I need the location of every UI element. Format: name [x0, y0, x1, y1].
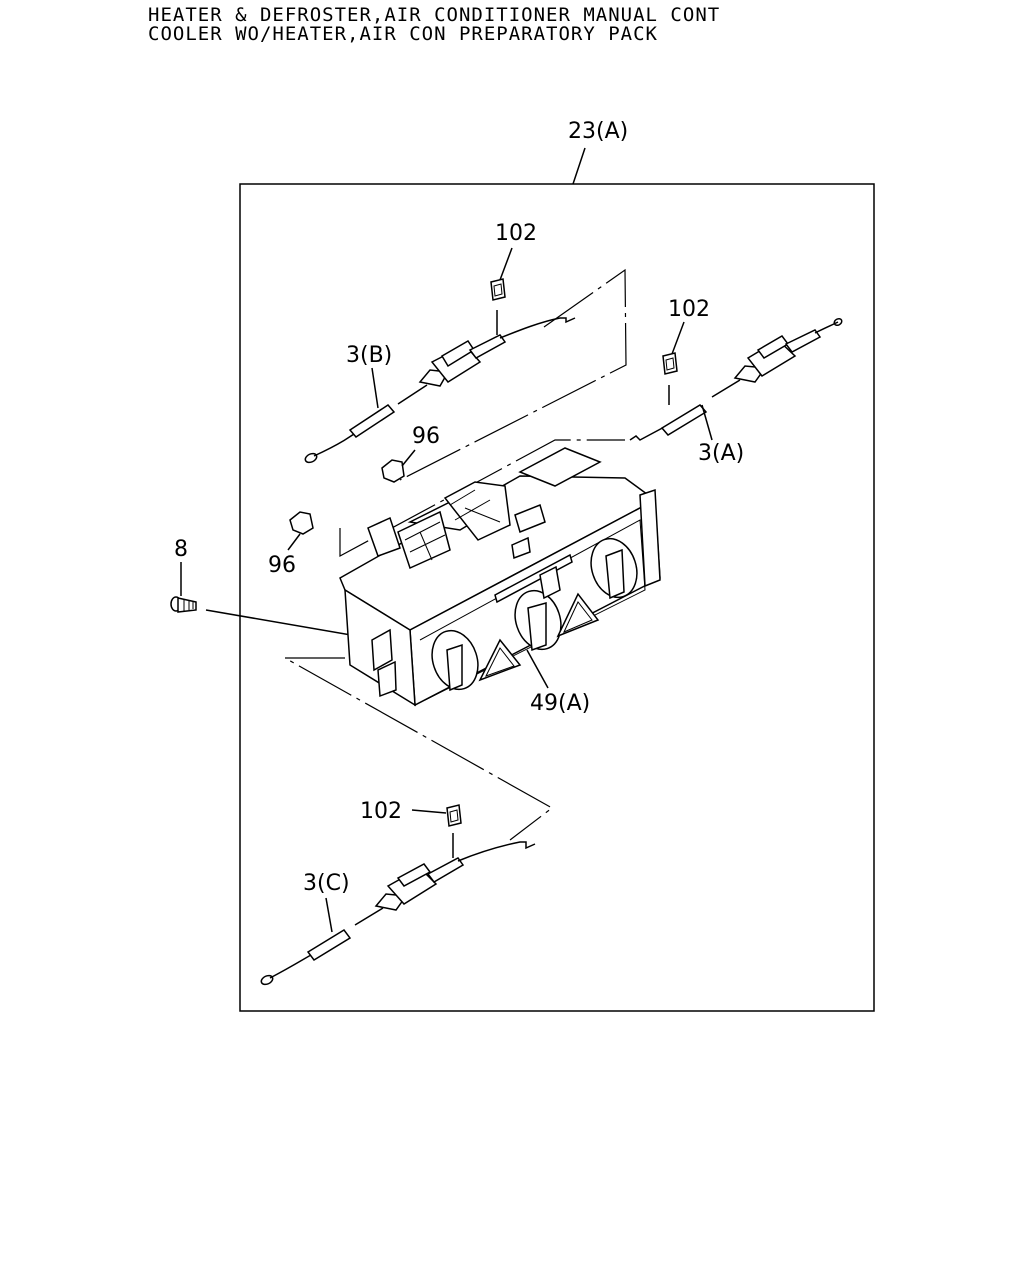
callout-96-upper: 96	[412, 424, 440, 449]
callout-3b: 3(B)	[346, 343, 392, 368]
assembly-frame	[239, 183, 875, 1012]
callout-3a: 3(A)	[698, 441, 744, 466]
callout-23a: 23(A)	[568, 119, 628, 144]
callout-49a: 49(A)	[530, 691, 590, 716]
clip-102-bottom	[411, 804, 462, 827]
callout-102-bottom: 102	[360, 799, 402, 824]
callout-3c: 3(C)	[303, 871, 350, 896]
control-unit-49a	[339, 439, 661, 707]
cable-3a	[629, 317, 843, 441]
diagram-title-line-1: HEATER & DEFROSTER,AIR CONDITIONER MANUA…	[148, 4, 721, 26]
knob-96-lower	[287, 511, 314, 551]
cable-3c	[260, 833, 536, 986]
clip-102-right	[662, 321, 685, 375]
knob-96-upper	[381, 449, 416, 483]
callout-102-top: 102	[495, 221, 537, 246]
diagram-title-line-2: COOLER WO/HEATER,AIR CON PREPARATORY PAC…	[148, 23, 658, 45]
callout-102-right: 102	[668, 297, 710, 322]
clip-102-top	[490, 247, 513, 301]
assembly-leader	[572, 147, 586, 185]
callout-96-lower: 96	[268, 553, 296, 578]
cable-3b	[304, 268, 627, 481]
callout-8: 8	[174, 537, 188, 562]
screw-8	[170, 562, 381, 641]
